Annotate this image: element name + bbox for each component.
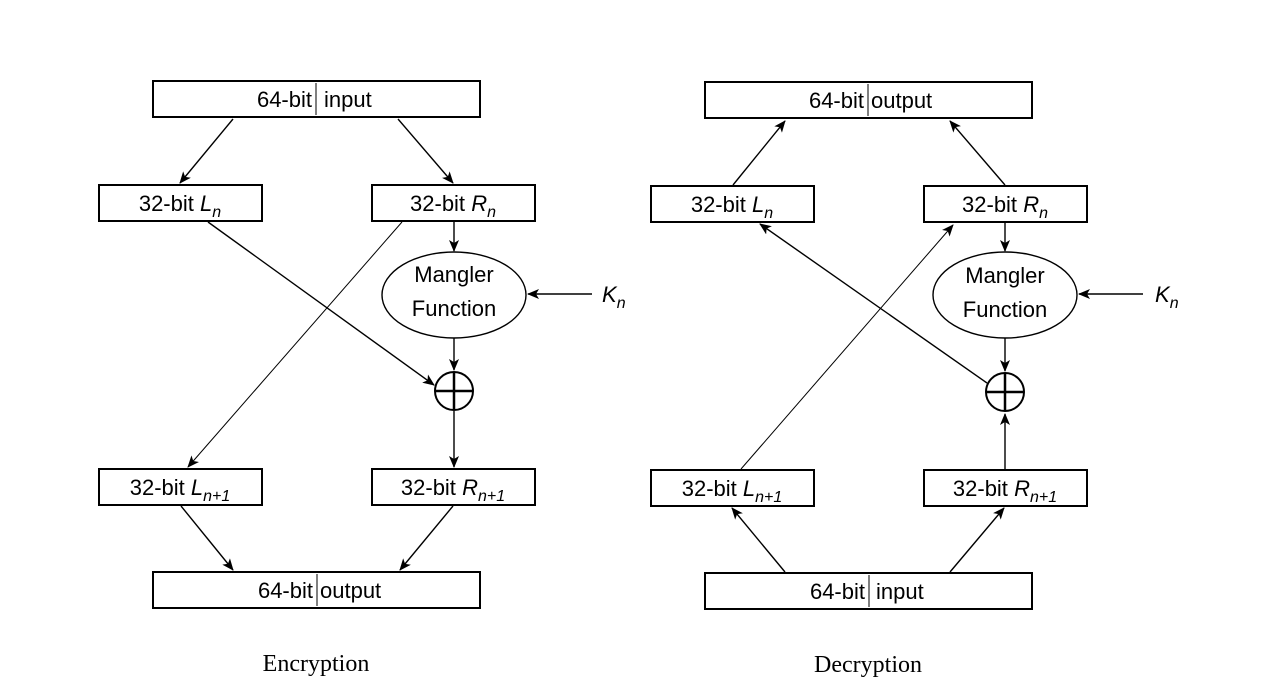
dec-key-label: Kn [1155, 282, 1179, 312]
enc-mangler-line1: Mangler [414, 262, 493, 287]
enc-output-box: 64-bit output [152, 571, 481, 609]
dec-input-box: 64-bit input [704, 572, 1033, 610]
enc-rn-label: 32-bit Rn [410, 191, 496, 221]
enc-key-label: Kn [602, 282, 626, 312]
enc-rn1-box: 32-bit Rn+1 [371, 468, 536, 506]
enc-output-right: output [320, 578, 381, 603]
enc-arrow-input-to-ln [179, 118, 234, 184]
dec-input-right: input [876, 579, 924, 604]
dec-ln1-box: 32-bit Ln+1 [650, 469, 815, 507]
enc-xor-icon [434, 371, 474, 411]
enc-mangler-function: Mangler Function [381, 251, 527, 339]
enc-arrow-rn1-to-output [399, 505, 454, 571]
dec-arrow-ln1-to-rn [740, 224, 954, 470]
enc-input-right: input [324, 87, 372, 112]
dec-rn1-box: 32-bit Rn+1 [923, 469, 1088, 507]
enc-ln1-box: 32-bit Ln+1 [98, 468, 263, 506]
enc-ln1-label: 32-bit Ln+1 [130, 475, 231, 505]
dec-output-right: output [871, 88, 932, 113]
enc-output-left: 64-bit [258, 578, 313, 603]
dec-input-left: 64-bit [810, 579, 865, 604]
dec-rn1-label: 32-bit Rn+1 [953, 476, 1057, 506]
enc-input-box: 64-bit input [152, 80, 481, 118]
dec-arrow-input-to-rn1 [949, 507, 1005, 573]
dec-ln-box: 32-bit Ln [650, 185, 815, 223]
enc-caption: Encryption [263, 651, 370, 677]
dec-output-box: 64-bit output [704, 81, 1033, 119]
enc-ln-label: 32-bit Ln [139, 191, 221, 221]
dec-mangler-function: Mangler Function [932, 251, 1078, 339]
enc-arrow-rn-to-ln1 [187, 221, 403, 468]
enc-rn1-label: 32-bit Rn+1 [401, 475, 505, 505]
dec-caption: Decryption [814, 652, 922, 678]
dec-mangler-line2: Function [963, 297, 1047, 322]
enc-rn-box: 32-bit Rn [371, 184, 536, 222]
enc-input-left: 64-bit [257, 87, 312, 112]
encryption-panel: 64-bit input 32-bit Ln 32-bit Rn Mangler… [98, 80, 626, 677]
enc-mangler-line2: Function [412, 296, 496, 321]
dec-rn-label: 32-bit Rn [962, 192, 1048, 222]
dec-arrow-xor-to-ln [759, 223, 988, 384]
dec-xor-icon [985, 372, 1025, 412]
decryption-panel: 64-bit output 32-bit Ln 32-bit Rn Mangle… [650, 81, 1179, 678]
dec-rn-box: 32-bit Rn [923, 185, 1088, 223]
enc-arrow-ln1-to-output [180, 505, 234, 571]
dec-ln1-label: 32-bit Ln+1 [682, 476, 783, 506]
dec-arrow-rn-to-output [949, 120, 1006, 186]
dec-arrow-ln-to-output [732, 120, 786, 186]
dec-mangler-line1: Mangler [965, 263, 1044, 288]
enc-arrow-ln-to-xor [207, 221, 435, 386]
enc-ln-box: 32-bit Ln [98, 184, 263, 222]
enc-arrow-input-to-rn [397, 118, 454, 184]
dec-output-left: 64-bit [809, 88, 864, 113]
dec-arrow-input-to-ln1 [731, 507, 786, 573]
dec-ln-label: 32-bit Ln [691, 192, 773, 222]
